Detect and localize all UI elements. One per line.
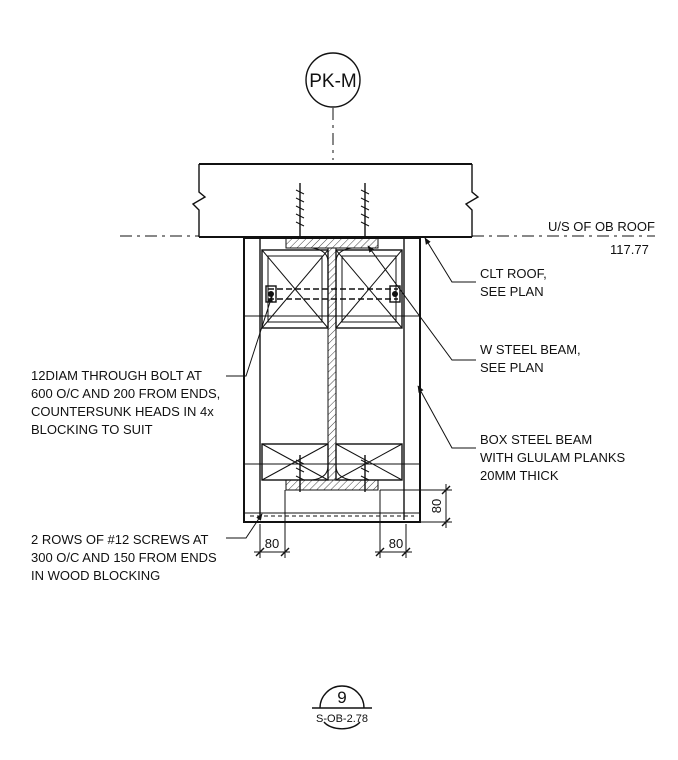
- note-through-bolt-line-3: COUNTERSUNK HEADS IN 4x: [31, 404, 214, 419]
- note-w-beam-line-1: W STEEL BEAM,: [480, 342, 581, 357]
- note-box-beam-line-1: BOX STEEL BEAM: [480, 432, 592, 447]
- note-through-bolt-line-4: BLOCKING TO SUIT: [31, 422, 153, 437]
- lag-screw-left: [295, 183, 305, 238]
- clt-roof-slab: [191, 163, 480, 238]
- wood-blocking-bottom-left: [261, 443, 329, 481]
- note-w-beam-line-2: SEE PLAN: [480, 360, 544, 375]
- through-bolt: [265, 285, 401, 303]
- dimension-right: 80: [375, 490, 412, 558]
- note-through-bolt-line-2: 600 O/C AND 200 FROM ENDS,: [31, 386, 220, 401]
- dimension-height: 80: [380, 484, 452, 528]
- note-clt-roof: CLT ROOF, SEE PLAN: [480, 266, 547, 299]
- level-elevation: 117.77: [610, 242, 649, 257]
- level-label: U/S OF OB ROOF: [548, 219, 655, 234]
- wood-blocking-bottom-right: [335, 443, 403, 481]
- grid-bubble-label: PK-M: [309, 71, 357, 92]
- dimension-right-label: 80: [389, 536, 403, 551]
- detail-tag: 9 S-OB-2.78: [312, 685, 372, 730]
- w-steel-beam: [285, 237, 379, 491]
- note-through-bolt-line-1: 12DIAM THROUGH BOLT AT: [31, 368, 202, 383]
- detail-number: 9: [337, 688, 346, 707]
- note-w-beam: W STEEL BEAM, SEE PLAN: [480, 342, 581, 375]
- level-line: U/S OF OB ROOF 117.77: [120, 219, 655, 257]
- side-screws: [244, 315, 420, 517]
- note-screws: 2 ROWS OF #12 SCREWS AT 300 O/C AND 150 …: [31, 532, 217, 583]
- note-through-bolt: 12DIAM THROUGH BOLT AT 600 O/C AND 200 F…: [31, 368, 220, 437]
- dimension-height-label: 80: [429, 499, 444, 513]
- blocking-screw-left: [295, 455, 305, 492]
- note-screws-line-2: 300 O/C AND 150 FROM ENDS: [31, 550, 217, 565]
- note-box-beam-line-2: WITH GLULAM PLANKS: [480, 450, 626, 465]
- lag-screw-right: [360, 183, 370, 238]
- note-clt-roof-line-2: SEE PLAN: [480, 284, 544, 299]
- note-screws-line-1: 2 ROWS OF #12 SCREWS AT: [31, 532, 209, 547]
- blocking-screw-right: [360, 455, 370, 492]
- dimension-left: 80: [254, 490, 290, 558]
- note-clt-roof-line-1: CLT ROOF,: [480, 266, 547, 281]
- detail-sheet: S-OB-2.78: [316, 713, 368, 725]
- leaders: [226, 237, 476, 539]
- grid-bubble: PK-M: [305, 52, 361, 108]
- note-box-beam-line-3: 20MM THICK: [480, 468, 559, 483]
- note-box-beam: BOX STEEL BEAM WITH GLULAM PLANKS 20MM T…: [480, 432, 626, 483]
- note-screws-line-3: IN WOOD BLOCKING: [31, 568, 160, 583]
- dimension-left-label: 80: [265, 536, 279, 551]
